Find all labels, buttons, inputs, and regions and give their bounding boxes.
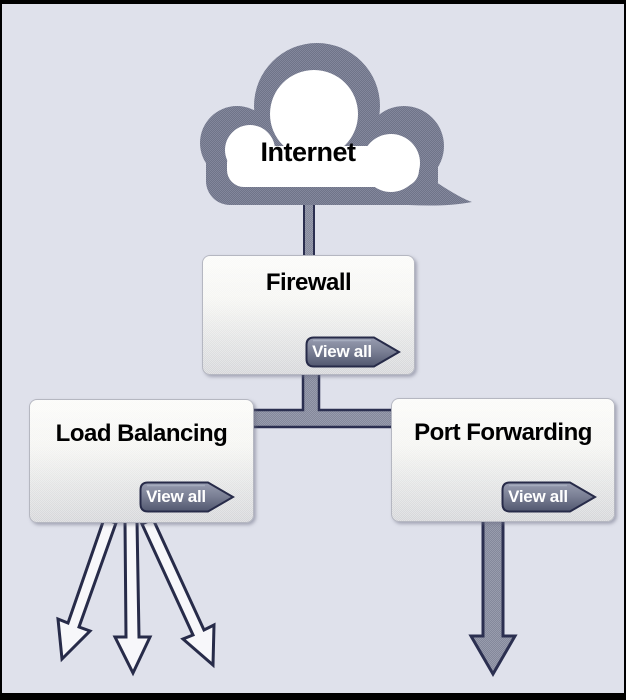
output-arrow-middle-icon: [112, 519, 153, 677]
view-all-arrow-shape: [139, 481, 235, 513]
firewall-view-all-button[interactable]: View all: [305, 336, 401, 368]
frame-left-bar: [0, 0, 2, 700]
view-all-arrow-shape: [501, 481, 597, 513]
output-arrow-right-icon: [140, 517, 216, 669]
load-balancing-view-all-label: View all: [146, 487, 206, 506]
frame-top-bar: [0, 0, 626, 4]
internet-label: Internet: [260, 137, 356, 167]
frame-bottom-bar: [0, 693, 626, 700]
port-forwarding-output-arrow-icon: [468, 517, 518, 677]
node-load-balancing: Load Balancing View all: [29, 399, 254, 523]
view-all-arrow-shape: [305, 336, 401, 368]
port-forwarding-view-all-button[interactable]: View all: [501, 481, 597, 513]
load-balancing-output-arrows: [56, 517, 216, 677]
node-firewall: Firewall View all: [202, 255, 415, 375]
frame-right-bar: [624, 0, 626, 700]
output-arrow-left-icon: [56, 517, 118, 663]
edge-internet-firewall: [303, 199, 315, 259]
node-port-forwarding: Port Forwarding View all: [391, 398, 615, 522]
edge-firewall-branches: [246, 369, 398, 429]
firewall-view-all-label: View all: [312, 342, 372, 361]
load-balancing-title: Load Balancing: [55, 420, 228, 447]
port-forwarding-view-all-label: View all: [508, 487, 568, 506]
firewall-title: Firewall: [265, 269, 352, 296]
port-forwarding-title: Port Forwarding: [414, 419, 592, 446]
load-balancing-view-all-button[interactable]: View all: [139, 481, 235, 513]
internet-cloud-inner: [225, 70, 420, 192]
